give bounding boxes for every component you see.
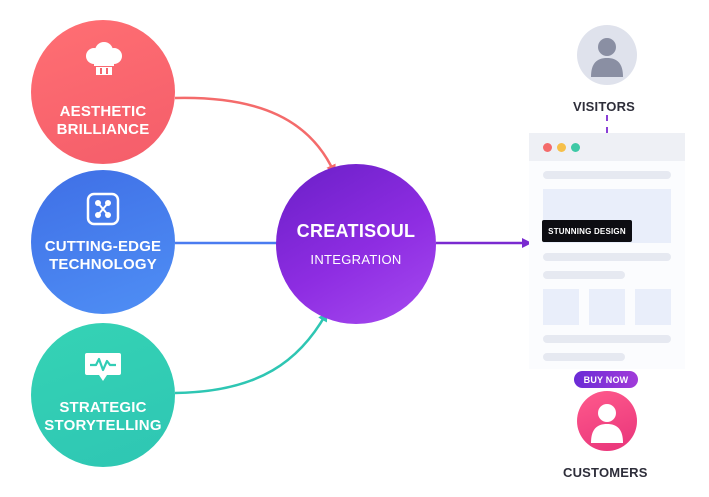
content-tile	[635, 289, 671, 325]
technology-label-line1: CUTTING-EDGE	[44, 238, 162, 255]
visitors-label: VISITORS	[573, 99, 636, 114]
browser-title-bar	[529, 133, 685, 161]
chat-pulse-icon	[85, 353, 121, 381]
creatisoul-integration-node: CREATISOUL INTEGRATION	[276, 164, 436, 324]
content-line	[543, 253, 671, 261]
user-icon	[591, 404, 623, 443]
storytelling-label-line1: STRATEGIC	[59, 399, 147, 416]
buy-now-button[interactable]: BUY NOW	[574, 371, 638, 388]
content-line	[543, 353, 625, 361]
stunning-design-tag: STUNNING DESIGN	[542, 220, 632, 242]
content-line	[543, 335, 671, 343]
strategic-storytelling-node: STRATEGIC STORYTELLING	[31, 323, 175, 467]
user-icon	[591, 38, 623, 77]
arrow-aesthetic-to-core	[174, 96, 336, 175]
visitor-avatar	[577, 25, 637, 85]
cutting-edge-technology-node: CUTTING-EDGE TECHNOLOGY	[31, 170, 175, 314]
core-title: CREATISOUL	[296, 221, 416, 241]
aesthetic-label-line1: AESTHETIC	[59, 103, 147, 120]
content-line	[543, 271, 625, 279]
core-subtitle: INTEGRATION	[310, 252, 402, 267]
storytelling-label-line2: STORYTELLING	[44, 417, 162, 434]
chef-hat-icon	[86, 42, 122, 75]
content-tile	[543, 289, 579, 325]
window-dot-green	[571, 143, 580, 152]
window-dot-red	[543, 143, 552, 152]
technology-label-line2: TECHNOLOGY	[49, 256, 157, 273]
aesthetic-brilliance-node: AESTHETIC BRILLIANCE	[31, 20, 175, 164]
arrow-storytelling-to-core	[174, 311, 328, 395]
customers-label: CUSTOMERS	[563, 465, 648, 480]
content-tile	[589, 289, 625, 325]
website-mockup	[529, 133, 685, 369]
content-line	[543, 171, 671, 179]
circuit-icon	[86, 192, 120, 226]
aesthetic-label-line2: BRILLIANCE	[56, 121, 150, 138]
visitors-connector	[606, 115, 608, 133]
window-dot-yellow	[557, 143, 566, 152]
customer-avatar	[577, 391, 637, 451]
